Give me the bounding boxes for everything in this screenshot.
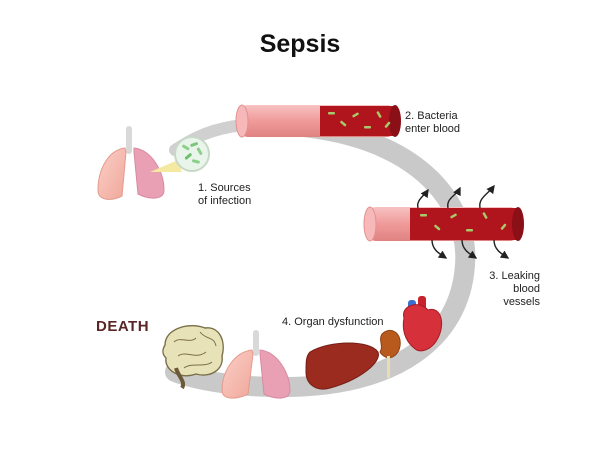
kidney-icon [379, 330, 401, 378]
brain-icon [162, 325, 224, 390]
heart-icon [402, 296, 443, 352]
leaking-vessel-icon [363, 184, 524, 259]
leak-arrows [416, 184, 510, 259]
diagram-title: Sepsis [259, 30, 341, 58]
step-4-label: 4. Organ dysfunction [282, 316, 384, 328]
outcome-label: DEATH [96, 318, 150, 335]
step-2-label: 2. Bacteria enter blood [405, 110, 461, 135]
lungs-icon [97, 126, 165, 200]
blood-vessel-icon [235, 104, 401, 138]
liver-icon [305, 342, 379, 390]
step-1-label: 1. Sources of infection [198, 182, 252, 207]
zoom-pointer [150, 160, 182, 172]
bacteria-icon [174, 136, 210, 172]
step-3-label: 3. Leaking blood vessels [489, 270, 540, 308]
lungs-icon [221, 330, 291, 399]
